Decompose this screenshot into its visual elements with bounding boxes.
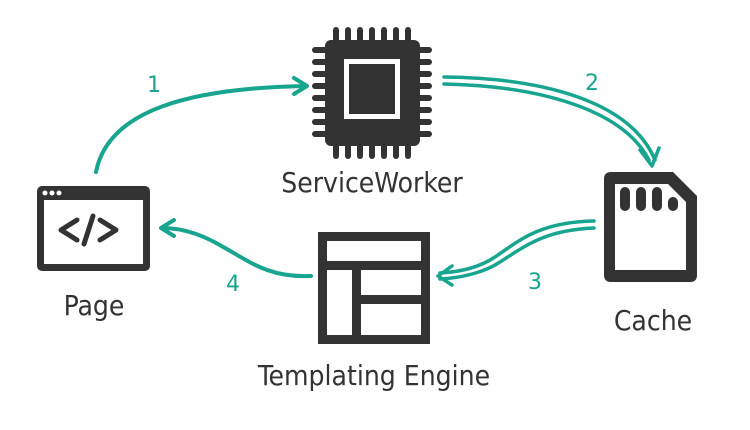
layout-template-icon xyxy=(318,232,430,344)
arrow-cache-to-templating xyxy=(436,219,596,287)
page-label: Page xyxy=(64,289,125,322)
step-2-label: 2 xyxy=(585,71,599,96)
serviceworker-label: ServiceWorker xyxy=(281,166,463,199)
arrow-templating-to-page xyxy=(159,218,313,279)
cpu-chip-icon xyxy=(312,27,432,159)
step-3-label: 3 xyxy=(528,270,542,295)
cache-label: Cache xyxy=(614,304,692,337)
arrow-serviceworker-to-cache xyxy=(442,75,661,168)
browser-code-icon xyxy=(37,186,150,271)
templating-engine-label: Templating Engine xyxy=(257,359,490,392)
sd-card-icon xyxy=(604,172,697,282)
step-4-label: 4 xyxy=(226,272,240,297)
arrow-page-to-serviceworker xyxy=(94,76,309,174)
step-1-label: 1 xyxy=(147,73,161,98)
